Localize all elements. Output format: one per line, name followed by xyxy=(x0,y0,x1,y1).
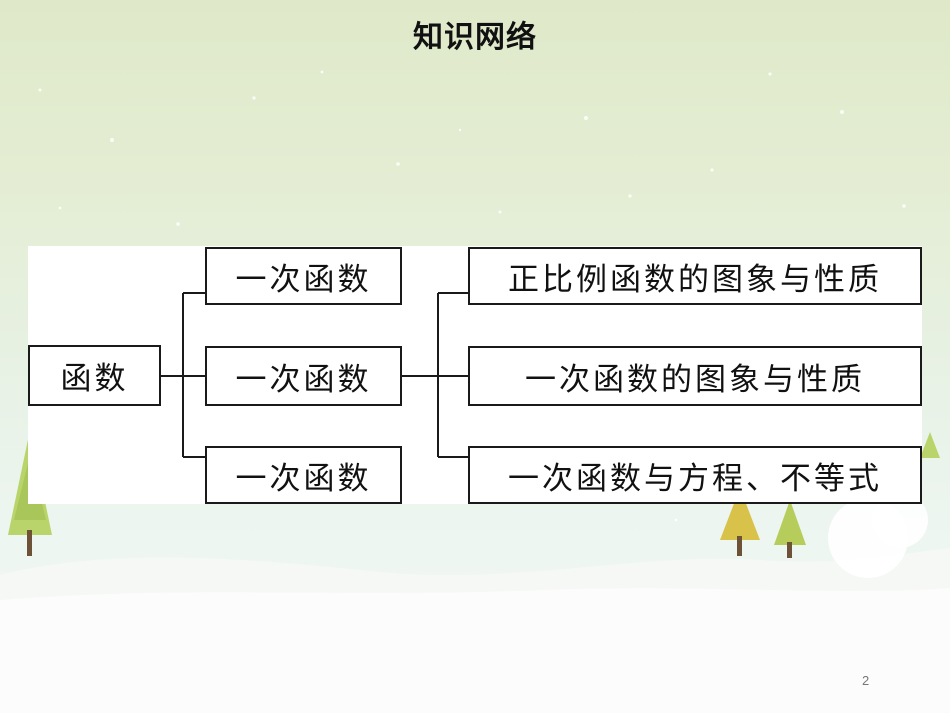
leaf-node-3: 一次函数与方程、不等式 xyxy=(468,446,922,504)
middle-node-label: 一次函数 xyxy=(235,261,372,298)
middle-node-2: 一次函数 xyxy=(205,346,402,406)
middle-node-label: 一次函数 xyxy=(235,361,372,398)
middle-node-label: 一次函数 xyxy=(235,460,372,497)
page-number: 2 xyxy=(862,673,870,688)
leaf-node-label: 一次函数的图象与性质 xyxy=(525,361,865,398)
leaf-node-1: 正比例函数的图象与性质 xyxy=(468,247,922,305)
middle-node-1: 一次函数 xyxy=(205,247,402,305)
root-node-label: 函数 xyxy=(60,361,129,397)
page-title: 知识网络 xyxy=(413,20,537,55)
leaf-node-2: 一次函数的图象与性质 xyxy=(468,346,922,406)
leaf-node-label: 一次函数与方程、不等式 xyxy=(508,460,882,497)
leaf-node-label: 正比例函数的图象与性质 xyxy=(508,261,882,298)
middle-node-3: 一次函数 xyxy=(205,446,402,504)
root-node: 函数 xyxy=(28,345,161,406)
